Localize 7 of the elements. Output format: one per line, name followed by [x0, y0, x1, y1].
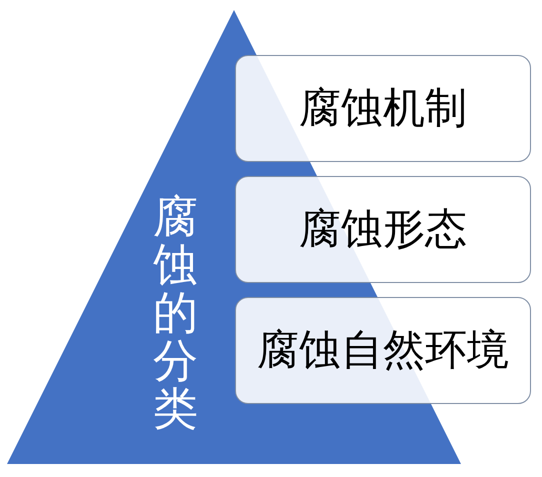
rounded-box [235, 176, 531, 283]
category-label: 腐蚀自然环境 [257, 327, 509, 374]
vertical-label: 腐蚀的分类 [152, 193, 199, 433]
category-label: 腐蚀形态 [299, 206, 467, 253]
rounded-box [235, 297, 531, 404]
rounded-box [235, 55, 531, 162]
category-label: 腐蚀机制 [299, 85, 467, 132]
